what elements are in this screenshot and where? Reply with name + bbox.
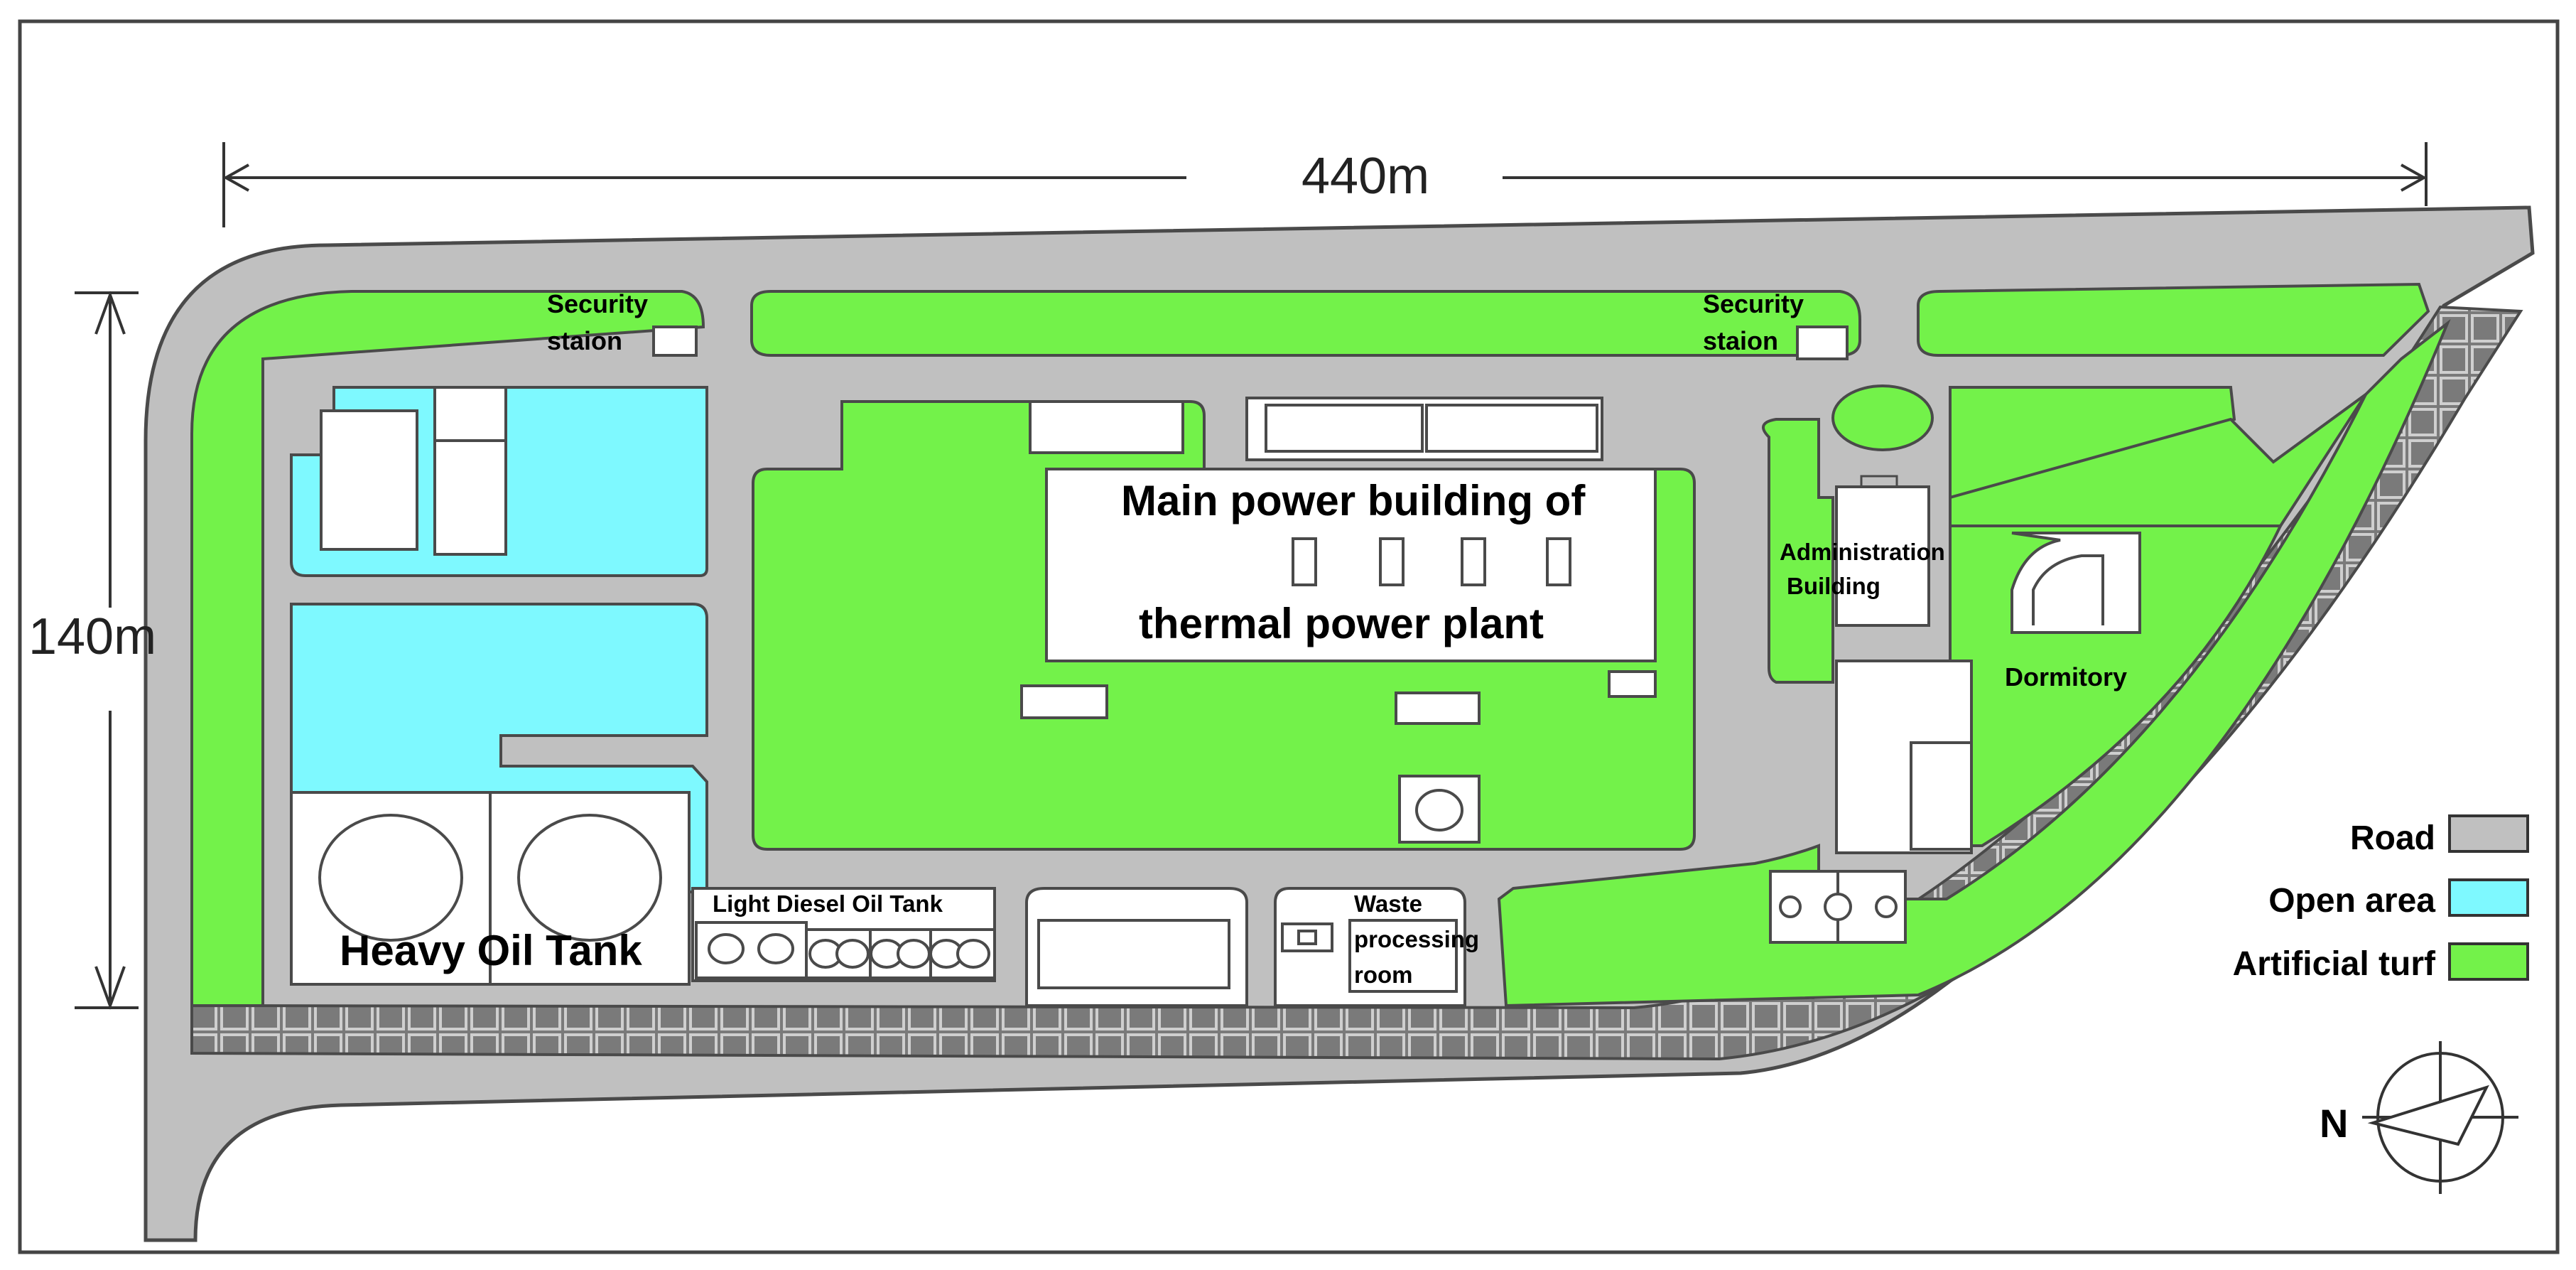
administration-block (1835, 485, 1973, 854)
height-label: 140m (28, 608, 156, 665)
waste-room-building (1274, 887, 1466, 1007)
security-station-1-box (652, 325, 698, 357)
legend-road-swatch (2448, 814, 2529, 853)
legend-open-area-swatch (2448, 878, 2529, 917)
sports-court (1769, 870, 1907, 944)
heavy-oil-tank-label: Heavy Oil Tank (340, 927, 642, 974)
legend-turf-label: Artificial turf (2233, 945, 2436, 983)
legend-turf-swatch (2448, 942, 2529, 981)
turf-east-upper (1949, 386, 2236, 500)
width-label: 440m (1301, 148, 1429, 205)
turf-north-east (1917, 282, 2430, 357)
main-building-line-2: thermal power plant (1139, 600, 1544, 647)
oil-storage-buildings (320, 386, 507, 556)
compass-label: N (2320, 1101, 2348, 1146)
main-building-label: Main power building of thermal power pla… (1121, 477, 1597, 647)
width-dimension (222, 142, 2428, 227)
main-power-building (1020, 397, 1657, 844)
main-building-line-1: Main power building of (1121, 477, 1586, 524)
security-station-1-label: Security staion (547, 289, 655, 355)
light-diesel-tank-area (691, 887, 996, 982)
security-station-1-line-2: staion (547, 326, 622, 355)
security-station-1-line-1: Security (547, 289, 648, 318)
dormitory-label: Dormitory (2005, 662, 2127, 691)
waste-room-line-1: Waste (1354, 890, 1422, 917)
administration-label: Administration Building (1780, 539, 1952, 599)
central-south-building (1025, 887, 1248, 1007)
administration-line-1: Administration (1780, 539, 1945, 565)
dormitory-building (2011, 532, 2141, 634)
legend-open-area-label: Open area (2268, 882, 2435, 920)
legend-road-label: Road (2350, 819, 2435, 857)
turf-north-middle (750, 290, 1861, 357)
security-station-2-line-2: staion (1703, 326, 1778, 355)
security-station-2-line-1: Security (1703, 289, 1804, 318)
heavy-oil-tank-area (290, 791, 691, 986)
turf-roundabout (1831, 384, 1934, 451)
administration-line-2: Building (1787, 573, 1880, 599)
security-station-2-box (1796, 325, 1849, 360)
turf-north-west (190, 290, 705, 1007)
height-dimension (75, 291, 139, 1010)
turf-admin-loop (1762, 418, 1834, 684)
light-diesel-tank-label: Light Diesel Oil Tank (713, 890, 943, 917)
turf-east (1497, 318, 2451, 1008)
waste-room-label: Waste processing room (1354, 890, 1485, 988)
waste-room-line-3: room (1354, 962, 1413, 988)
compass-icon (2362, 1041, 2518, 1194)
waste-room-line-2: processing (1354, 926, 1479, 952)
security-station-2-label: Security staion (1703, 289, 1811, 355)
legend: Road Open area Artificial turf (2233, 814, 2529, 983)
